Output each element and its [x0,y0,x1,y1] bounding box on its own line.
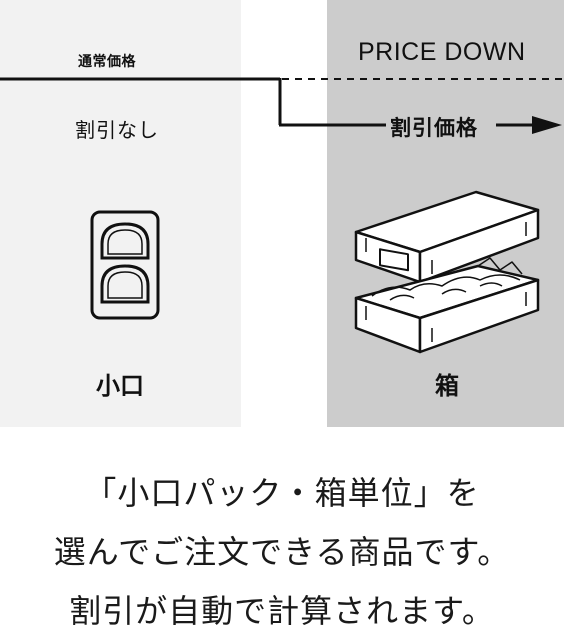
arrow-right-icon [496,116,562,134]
small-lot-label: 小口 [96,372,144,400]
regular-price-label: 通常価格 [78,54,136,70]
no-discount-label: 割引なし [75,118,159,142]
discount-price-label: 割引価格 [386,112,482,142]
open-box-icon [354,190,540,354]
box-label: 箱 [435,372,459,400]
caption-line: 選んでご注文できる商品です。 [53,533,511,571]
caption-line: 「小口パック・箱単位」を [84,474,480,512]
price-line-diagram [0,77,564,134]
caption-line: 割引が自動で計算されます。 [69,592,495,630]
price-down-label: PRICE DOWN [358,38,526,66]
pack-icon [90,210,160,320]
